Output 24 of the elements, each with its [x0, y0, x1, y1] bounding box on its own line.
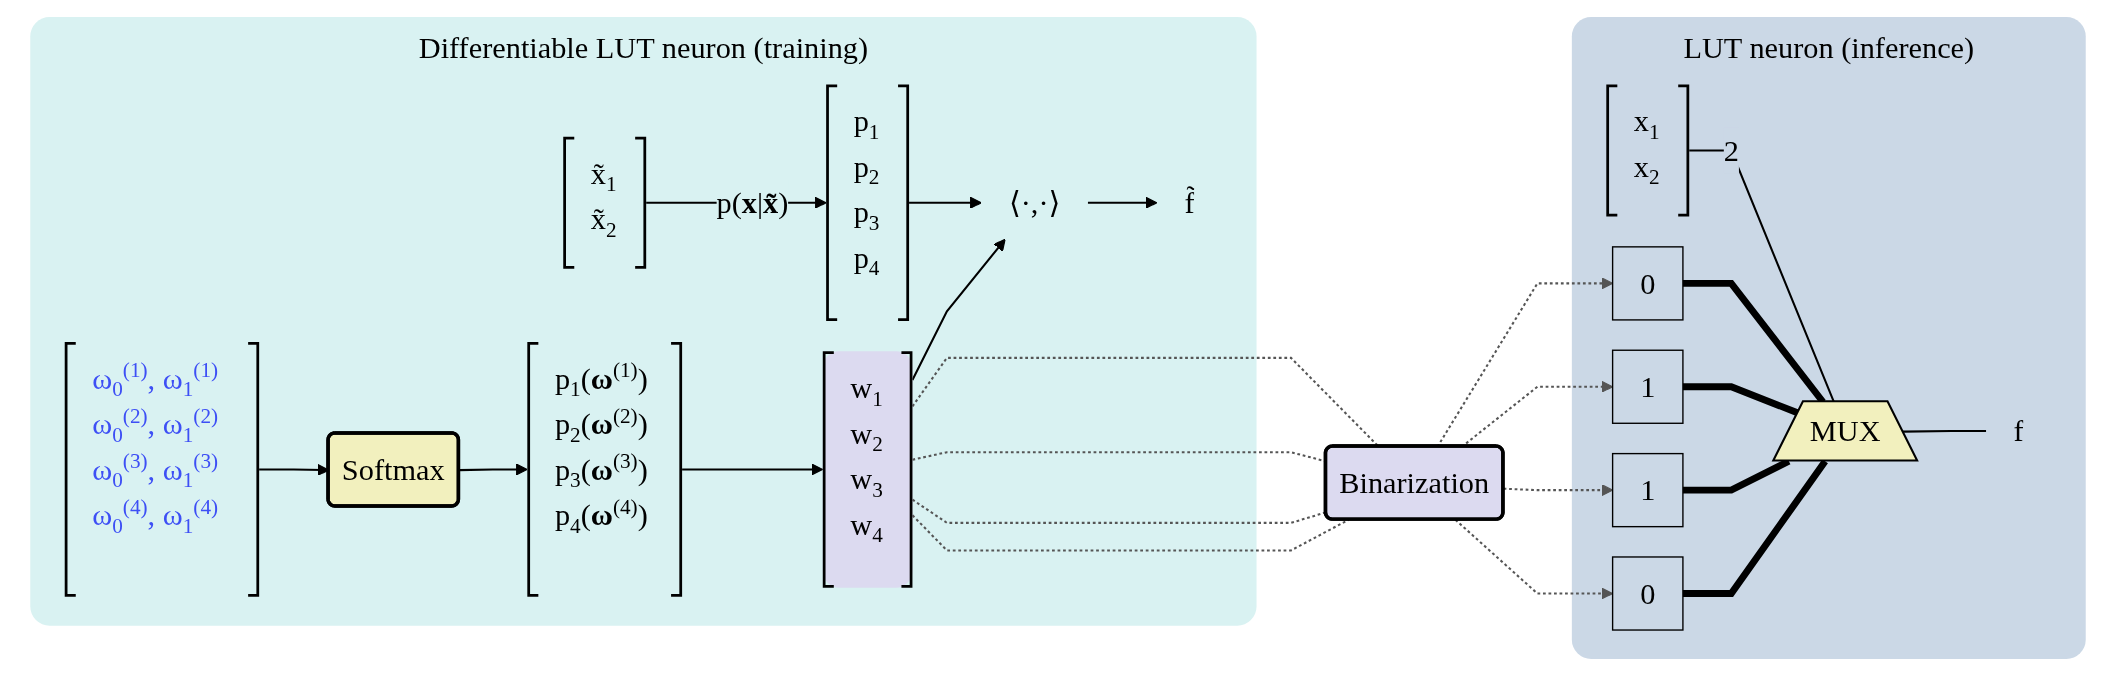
node-text: p$_{1}$(ω$^{(1)}$) p$_{2}$(ω$^{(2)}$) p$_{3}$(ω$^{(3)}$) p$_{4}$(ω$^{(4)}$) [554, 358, 648, 537]
edge-label: 2 [1723, 133, 1739, 168]
arrow [1087, 196, 1158, 209]
node-text: f [2013, 413, 2024, 449]
node-text: x̃$_{1}$ x̃$_{2}$ [590, 156, 617, 241]
arrow [459, 463, 528, 476]
node-box [1611, 452, 1684, 528]
arrow [911, 238, 1006, 381]
node-box [1611, 349, 1684, 424]
connector [1682, 459, 1828, 597]
node-text: f̃ [1184, 185, 1195, 220]
arrow [909, 196, 982, 209]
node-box [1611, 246, 1684, 321]
node-text: p$_{1}$ p$_{2}$ p$_{3}$ p$_{4}$ [853, 103, 880, 280]
edge-label: p(x|x̃) [716, 185, 789, 220]
arrow [682, 463, 824, 476]
arrow [1454, 519, 1614, 600]
arrow [1503, 484, 1614, 497]
node-text: x$_{1}$ x$_{2}$ [1633, 103, 1660, 189]
node-box [1611, 556, 1684, 631]
connector [1903, 429, 1987, 433]
cluster [30, 17, 1257, 626]
cluster [1571, 17, 2086, 659]
node-text: ⟨·,·⟩ [1008, 185, 1061, 220]
